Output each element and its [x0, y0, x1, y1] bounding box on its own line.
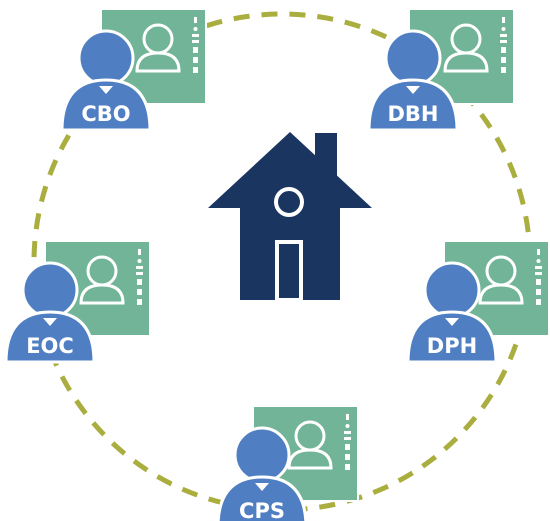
- node-label-cps: CPS: [239, 499, 285, 521]
- node-cps: CPS: [216, 404, 360, 521]
- node-eoc: EOC: [4, 239, 152, 364]
- house-icon: [208, 132, 372, 302]
- node-cbo: CBO: [60, 7, 208, 132]
- node-label-dbh: DBH: [387, 102, 438, 126]
- node-label-dph: DPH: [427, 334, 477, 358]
- node-label-cbo: CBO: [81, 102, 130, 126]
- node-dph: DPH: [406, 239, 550, 364]
- node-dbh: DBH: [367, 7, 516, 132]
- node-label-eoc: EOC: [26, 334, 74, 358]
